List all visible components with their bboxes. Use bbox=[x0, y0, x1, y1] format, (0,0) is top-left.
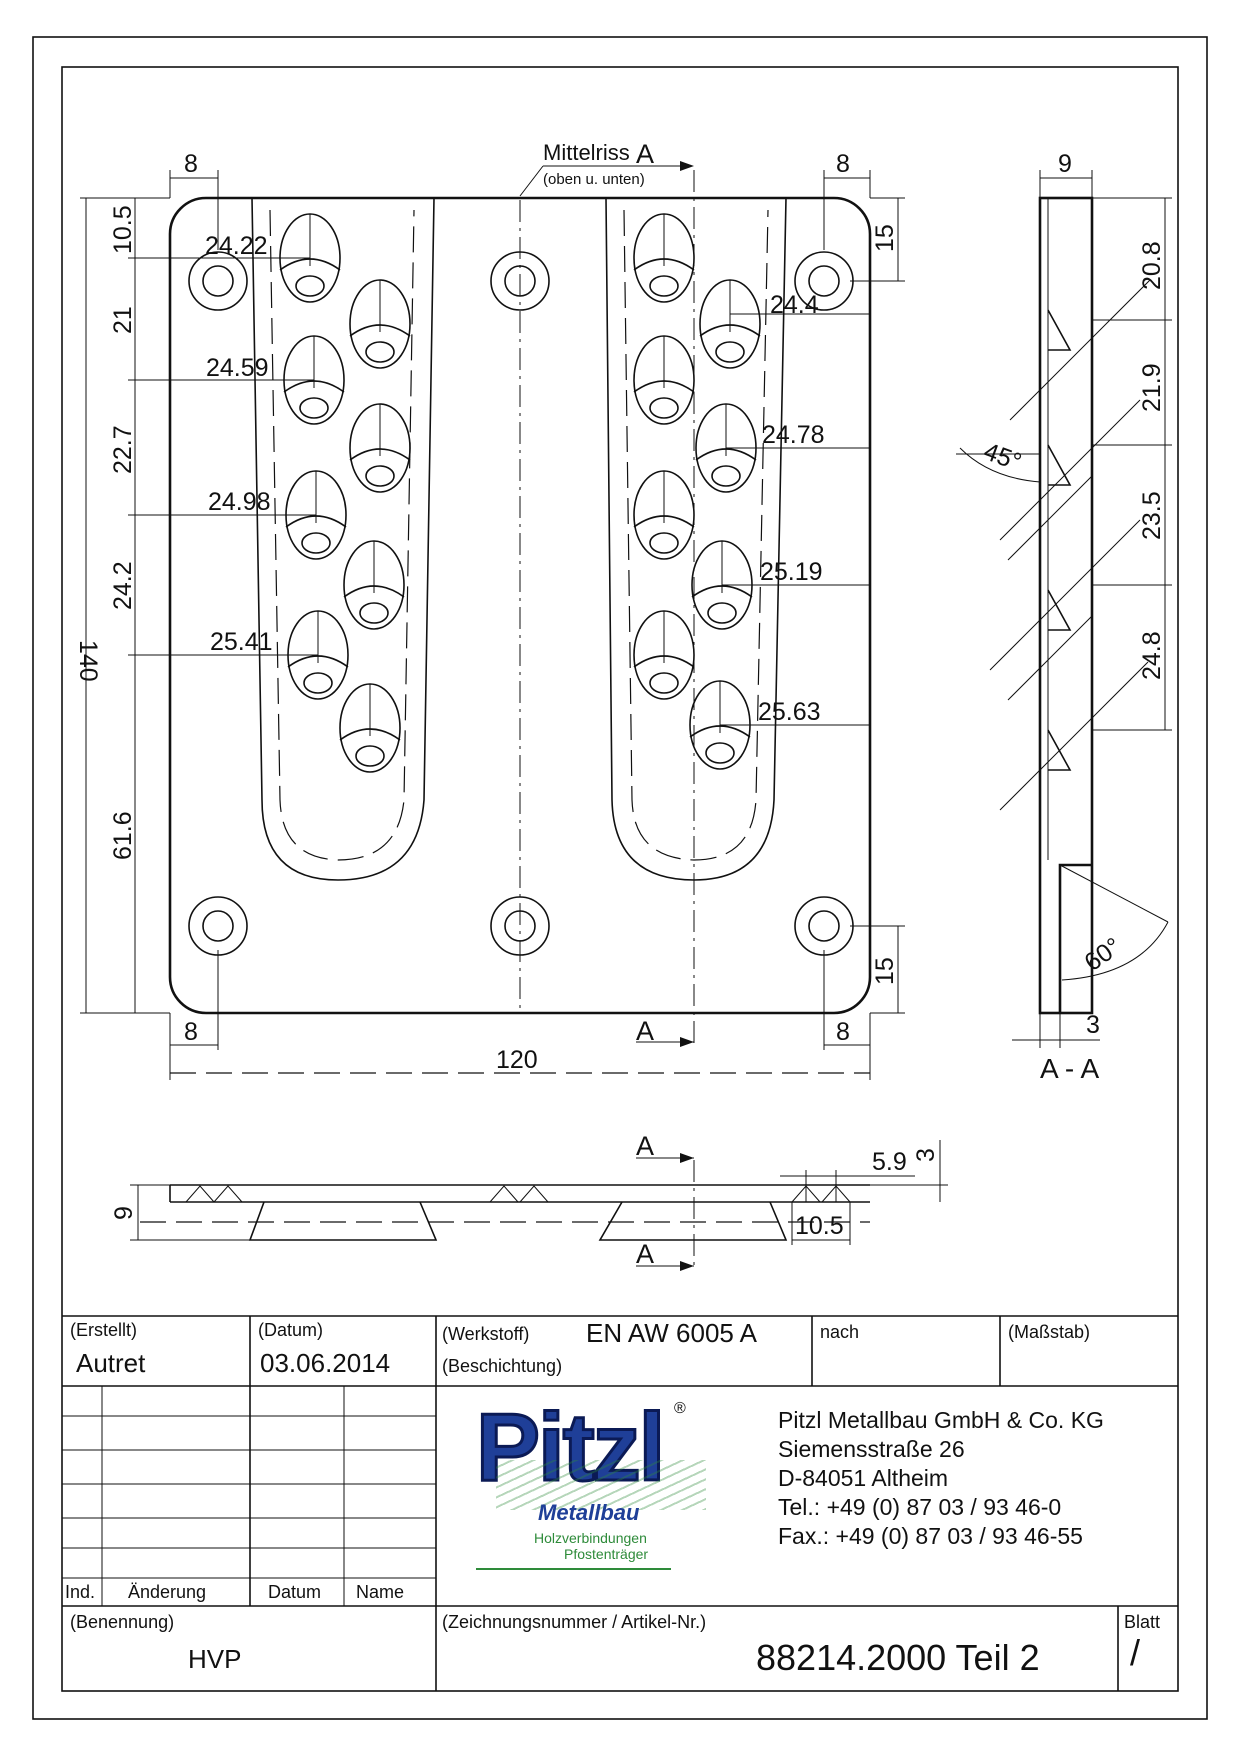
dim-tooth-spacing-2: 23.5 bbox=[1138, 491, 1166, 540]
company-street: Siemensstraße 26 bbox=[778, 1436, 965, 1462]
dim-side-height: 9 bbox=[110, 1206, 138, 1220]
dim-tooth-spacing-0: 20.8 bbox=[1138, 241, 1166, 290]
coating-label: (Beschichtung) bbox=[442, 1356, 563, 1376]
outer-frame bbox=[32, 36, 1208, 1720]
dim-left-vertical-0: 10.5 bbox=[109, 205, 137, 254]
dim-tooth-spacing-3: 24.8 bbox=[1138, 631, 1166, 680]
name-label: (Benennung) bbox=[70, 1612, 175, 1632]
centerline-note: (oben u. unten) bbox=[543, 171, 645, 188]
section-letter-top: A bbox=[636, 139, 654, 169]
dim-edge-right-top: 8 bbox=[836, 150, 850, 178]
left-slot-hidden bbox=[269, 209, 415, 861]
date-value: 03.06.2014 bbox=[260, 1348, 391, 1378]
dim-side-tooth-length: 10.5 bbox=[795, 1212, 844, 1240]
scale-label: (Maßstab) bbox=[1008, 1322, 1091, 1342]
drawing-number-value: 88214.2000 Teil 2 bbox=[756, 1637, 1040, 1678]
sheet-value: / bbox=[1130, 1632, 1141, 1673]
dim-hole-top-offset: 15 bbox=[871, 224, 899, 252]
rev-header-name: Name bbox=[356, 1582, 405, 1602]
dim-left-h-1: 24.59 bbox=[206, 354, 269, 382]
side-view: 9 A A 5.9 3 10.5 bbox=[110, 1131, 948, 1271]
dim-total-height: 140 bbox=[74, 640, 102, 682]
sheet-label: Blatt bbox=[1124, 1612, 1161, 1632]
dim-left-h-2: 24.98 bbox=[208, 488, 271, 516]
logo-underline bbox=[476, 1568, 671, 1570]
logo-line2: Pfostenträger bbox=[564, 1546, 649, 1562]
drawing-number-label: (Zeichnungsnummer / Artikel-Nr.) bbox=[442, 1612, 707, 1632]
top-view: Mittelriss (oben u. unten) A A 8 8 15 15… bbox=[74, 139, 905, 1080]
side-section-letter-top: A bbox=[636, 1131, 654, 1161]
right-slot-outline bbox=[605, 197, 787, 881]
right-slot-hidden bbox=[623, 209, 769, 861]
logo-stripes bbox=[496, 1460, 706, 1510]
dim-hole-bottom-offset: 15 bbox=[871, 957, 899, 985]
dim-left-vertical-4: 61.6 bbox=[109, 811, 137, 860]
left-slot-outline bbox=[251, 197, 435, 881]
created-value: Autret bbox=[76, 1348, 146, 1378]
company-fax: Fax.: +49 (0) 87 03 / 93 46-55 bbox=[778, 1523, 1083, 1549]
title-block-grid bbox=[62, 1315, 1178, 1691]
section-title: A - A bbox=[1040, 1053, 1099, 1084]
dim-right-h-0: 24.4 bbox=[770, 291, 819, 319]
dim-side-tooth-width: 5.9 bbox=[872, 1148, 907, 1176]
dim-left-h-3: 25.41 bbox=[210, 628, 273, 656]
centerline-label: Mittelriss bbox=[543, 140, 630, 165]
dim-right-h-3: 25.63 bbox=[758, 698, 821, 726]
dim-edge-left-top: 8 bbox=[184, 150, 198, 178]
dim-tooth-spacing-1: 21.9 bbox=[1138, 363, 1166, 412]
company-city: D-84051 Altheim bbox=[778, 1465, 949, 1491]
logo-registered: ® bbox=[674, 1400, 686, 1417]
dim-total-width: 120 bbox=[496, 1046, 538, 1074]
dim-right-h-1: 24.78 bbox=[762, 421, 825, 449]
dim-edge-right-bottom: 8 bbox=[836, 1018, 850, 1046]
material-label: (Werkstoff) bbox=[442, 1324, 530, 1344]
dim-left-vertical-3: 24.2 bbox=[109, 561, 137, 610]
teeth-holes bbox=[279, 213, 761, 773]
dim-left-vertical-2: 22.7 bbox=[109, 425, 137, 474]
dim-section-base: 3 bbox=[1086, 1011, 1100, 1039]
material-value: EN AW 6005 A bbox=[586, 1318, 758, 1348]
logo-wordmark: Pitzl bbox=[474, 1394, 666, 1501]
date-label: (Datum) bbox=[258, 1320, 324, 1340]
side-section-letter-bottom: A bbox=[636, 1239, 654, 1269]
rev-header-datum: Datum bbox=[268, 1582, 322, 1602]
rev-header-ind: Ind. bbox=[65, 1582, 96, 1602]
dim-angle-60: 60° bbox=[1079, 932, 1126, 977]
dim-side-tooth-height: 3 bbox=[912, 1148, 940, 1162]
inner-frame bbox=[61, 66, 1179, 1692]
nach-label: nach bbox=[820, 1322, 860, 1342]
logo-sub: Metallbau bbox=[538, 1500, 640, 1525]
plate-outline bbox=[168, 196, 872, 1015]
created-label: (Erstellt) bbox=[70, 1320, 137, 1340]
rev-header-aenderung: Änderung bbox=[128, 1582, 207, 1602]
section-letter-bottom: A bbox=[636, 1016, 654, 1046]
section-view: 60° 45° 9 20.8 21.9 23.5 24.8 3 A - A bbox=[956, 150, 1172, 1084]
dim-right-h-2: 25.19 bbox=[760, 558, 823, 586]
logo-line1: Holzverbindungen bbox=[534, 1530, 647, 1546]
company-phone: Tel.: +49 (0) 87 03 / 93 46-0 bbox=[778, 1494, 1062, 1520]
dim-angle-45: 45° bbox=[980, 437, 1025, 476]
company-logo: Pitzl ® Metallbau Holzverbindungen Pfost… bbox=[474, 1394, 736, 1570]
company-address: Pitzl Metallbau GmbH & Co. KG Siemensstr… bbox=[778, 1406, 1104, 1551]
mounting-holes bbox=[188, 251, 854, 956]
name-value: HVP bbox=[188, 1644, 242, 1674]
dim-section-thickness: 9 bbox=[1058, 150, 1072, 178]
dim-edge-left-bottom: 8 bbox=[184, 1018, 198, 1046]
dim-left-h-0: 24.22 bbox=[205, 232, 268, 260]
dim-left-vertical-1: 21 bbox=[109, 306, 137, 334]
company-name: Pitzl Metallbau GmbH & Co. KG bbox=[778, 1407, 1104, 1433]
